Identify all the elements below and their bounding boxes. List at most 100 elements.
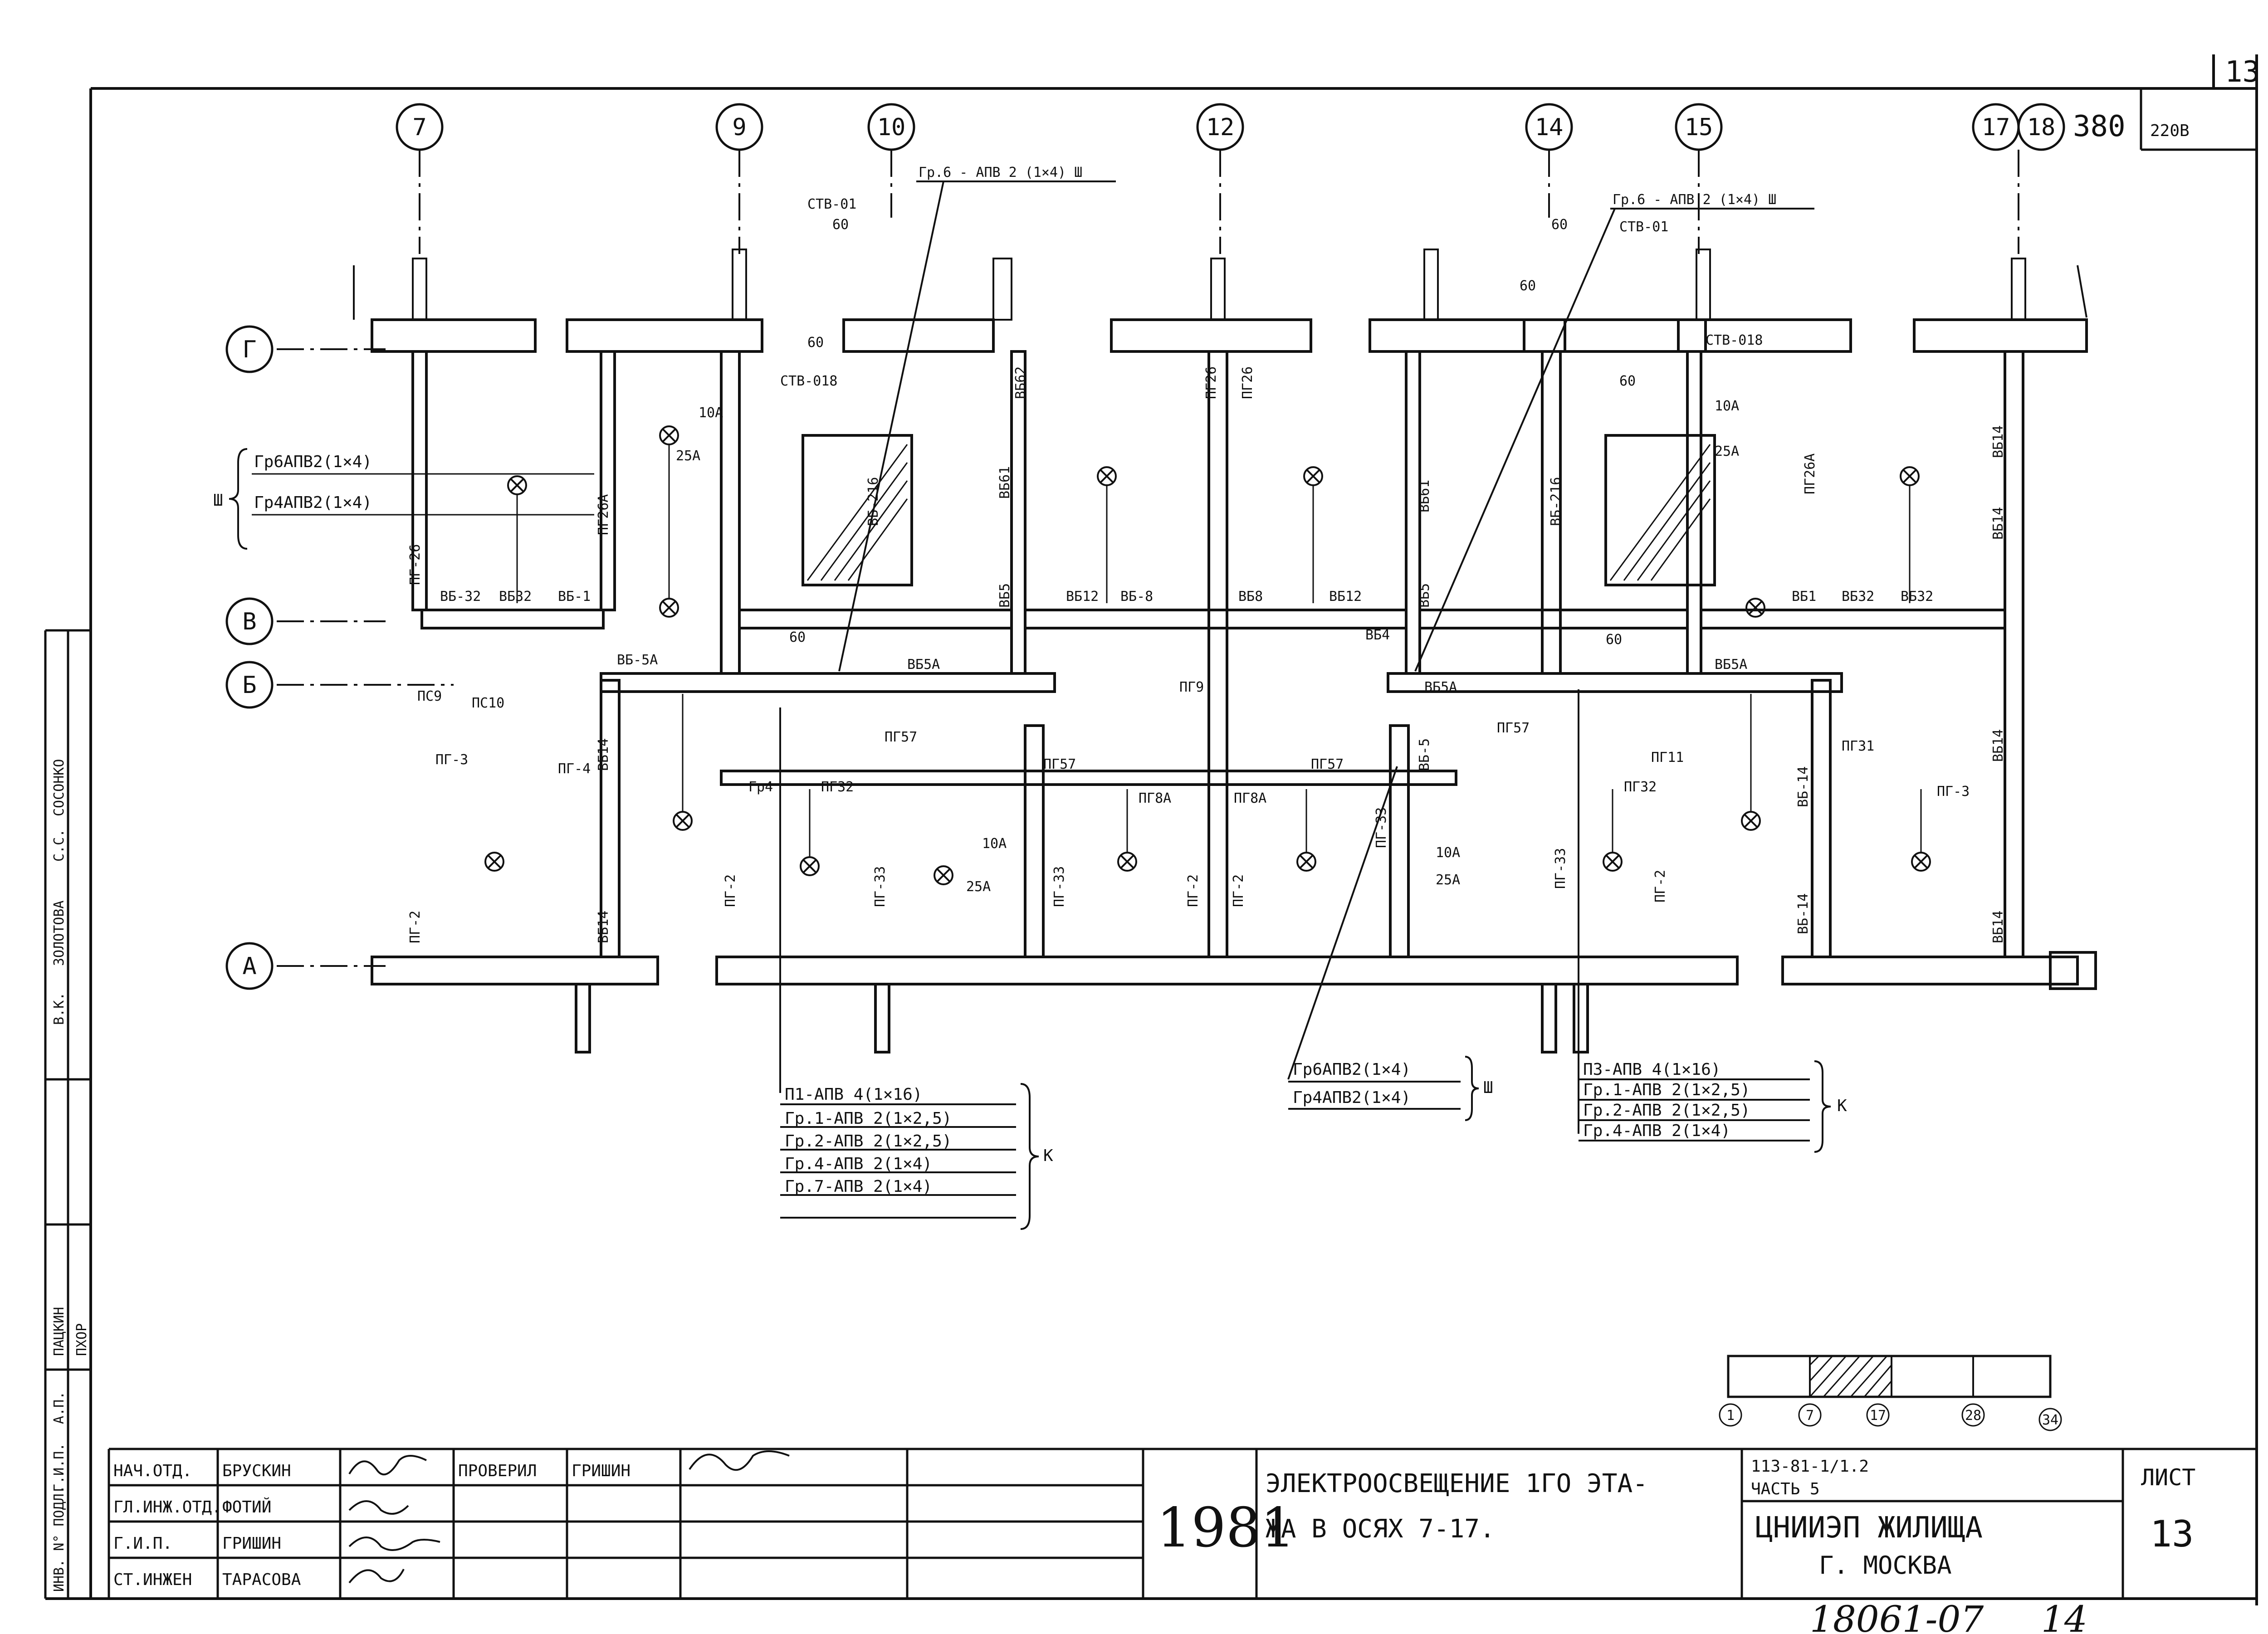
plan-marks-vertical: ПГ-26 ПГ26А ПГ-2 ВБ14 ВБ14 ПГ-2 ПГ-33 ПГ… [407,366,2006,943]
mark-ps10: ПС10 [472,695,504,711]
mark-vb216-b: ВБ-216 [1548,477,1564,526]
sched-right-row-1: П3-АПВ 4(1×16) [1583,1060,1721,1079]
mark-vb216-a: ВБ-216 [865,477,881,526]
key-label-17: 17 [1870,1408,1886,1424]
mark-pg34-left: ПГ-3 [435,752,468,768]
sh-mark: Ш [213,491,223,510]
mark-pg2-a: ПГ-33 [872,866,888,907]
watt-60-a: 60 [832,217,849,233]
riser-label-right: Гр.6 - АПВ 2 (1×4) Ш [1613,192,1776,208]
key-label-1: 1 [1726,1408,1735,1424]
sh-group-2: Гр4АПВ2(1×4) [254,493,372,512]
axis-18: 18 [2027,114,2056,141]
luminaire [673,811,693,831]
mark-vb14-r6: ВБ14 [1990,911,2006,943]
axis-lines [277,150,2019,967]
watt-60-e: 60 [1619,373,1636,389]
mark-pg31: ПГ31 [1842,738,1874,754]
tb-checked-name: ГРИШИН [572,1462,631,1480]
luminaire [800,856,820,876]
ctb01-right: СТВ-01 [1619,219,1668,235]
mark-pg32-a: ПГ32 [821,779,854,795]
strip-gip: Г.И.П. [51,1443,67,1492]
schedule-left: П1-АПВ 4(1×16) Гр.1-АПВ 2(1×2,5) Гр.2-АП… [780,1083,1053,1230]
riser-label-left: Гр.6 - АПВ 2 (1×4) Ш [919,165,1082,180]
sched-left-row-2: Гр.1-АПВ 2(1×2,5) [785,1109,952,1128]
watt-60-c: 60 [1551,217,1568,233]
sh-group-1: Гр6АПВ2(1×4) [254,453,372,471]
key-label-34: 34 [2042,1412,2058,1428]
mark-vb62: ВБ62 [1013,366,1029,399]
tb-role-1: НАЧ.ОТД. [113,1462,192,1480]
mark-vb14-left2: ВБ14 [596,911,611,943]
mark-vb14-r3: ВБ14 [1990,425,2006,458]
tb-checked-label: ПРОВЕРИЛ [458,1462,537,1480]
amp-25-c: 25А [966,879,991,895]
handwritten-number: 18061-07 [1810,1598,1984,1634]
strip-ap: А.П. [51,1391,67,1424]
mark-vb14-r2: ВБ-14 [1795,893,1811,934]
luminaire [659,598,679,618]
mark-pg3-a: ПГ-2 [723,874,738,907]
mark-vb1: ВБ-1 [558,589,591,605]
luminaire [1911,852,1931,872]
mark-vb4: ВБ4 [1365,627,1390,643]
mark-pg4-b: Гр4 [748,779,773,795]
watt-60-f: 60 [789,629,806,645]
tb-name-3: ГРИШИН [222,1534,281,1553]
mark-pg33-a: ПГ-33 [1051,866,1067,907]
luminaire [1603,852,1623,872]
sched-mid-row-2: Гр4АПВ2(1×4) [1293,1088,1411,1107]
strip-phor: ПХОР [74,1323,90,1356]
mark-pg57-c: ПГ57 [1311,756,1344,772]
tb-name-4: ТАРАСОВА [222,1571,301,1589]
strip-vk: В.К. [51,992,67,1025]
luminaire [1303,466,1323,486]
watt-60-b: 60 [807,335,824,351]
mark-pg4: ПГ-4 [558,761,591,777]
tb-role-2: ГЛ.ИНЖ.ОТД. [113,1498,221,1517]
schedule-right: П3-АПВ 4(1×16) Гр.1-АПВ 2(1×2,5) Гр.2-АП… [1579,1060,1847,1153]
mark-vb5-b: ВБ5 [1417,583,1432,608]
axis-15: 15 [1685,114,1713,141]
mark-vb5a-r2: ВБ5А [1715,657,1747,673]
tb-name-1: БРУСКИН [222,1462,291,1480]
plan-marks: ВБ-32 ВБ32 ВБ-1 ВБ-5А ВБ5А ВБ12 ВБ-8 ВБ8… [417,589,1970,806]
mark-vb32-right: ВБ32 [1842,589,1874,605]
tb-title-2: ЖА В ОСЯХ 7-17. [1266,1514,1495,1544]
signatures [348,1450,790,1584]
axis-A: А [242,953,256,980]
watt-60-g: 60 [1606,632,1622,648]
tb-org-1: ЦНИИЭП ЖИЛИЩА [1755,1511,1983,1545]
ctb018-left: СТВ-018 [780,373,837,389]
axis-labels: 7 9 10 12 14 15 17 18 Г В Б А [242,114,2055,980]
luminaire [507,475,527,495]
mark-pg26a: ПГ26А [596,494,611,535]
mark-pg57-d: ПГ57 [1497,720,1530,736]
axis-7: 7 [412,114,426,141]
mark-pg57-b: ПГ57 [1043,756,1076,772]
mark-pg3-d: ПГ-2 [1652,870,1668,902]
mark-pg9: ПГ9 [1179,679,1204,695]
left-strip: ИНВ. N° ПОДЛ. Г.И.П. А.П. ПАЦКИН ПХОР В.… [44,629,91,1599]
sched-left-row-4: Гр.4-АПВ 2(1×4) [785,1155,932,1173]
tb-title-1: ЭЛЕКТРООСВЕЩЕНИЕ 1ГО ЭТА- [1266,1469,1648,1498]
sched-left-row-1: П1-АПВ 4(1×16) [785,1085,922,1104]
key-label-28: 28 [1965,1408,1981,1424]
sheet-frame [45,54,2258,1605]
mark-pg33-b: ПГ-33 [1374,807,1389,848]
mark-pg2-b: ПГ-33 [1553,848,1569,889]
luminaire [1117,852,1137,872]
luminaire [1900,466,1920,486]
sched-left-row-5: Гр.7-АПВ 2(1×4) [785,1177,932,1196]
luminaire [1097,466,1117,486]
amp-10-b: 10А [1715,398,1739,414]
strip-sosonko: СОСОНКО [51,759,67,816]
key-plan: 1 7 17 28 34 [1719,1355,2062,1431]
mark-ps9: ПС9 [417,688,442,704]
axis-9: 9 [732,114,746,141]
luminaire [1745,598,1765,618]
mark-vb5-a: ВБ5 [997,583,1013,608]
sched-mid-mark: Ш [1483,1078,1493,1097]
tb-sheet-label: ЛИСТ [2141,1464,2195,1491]
